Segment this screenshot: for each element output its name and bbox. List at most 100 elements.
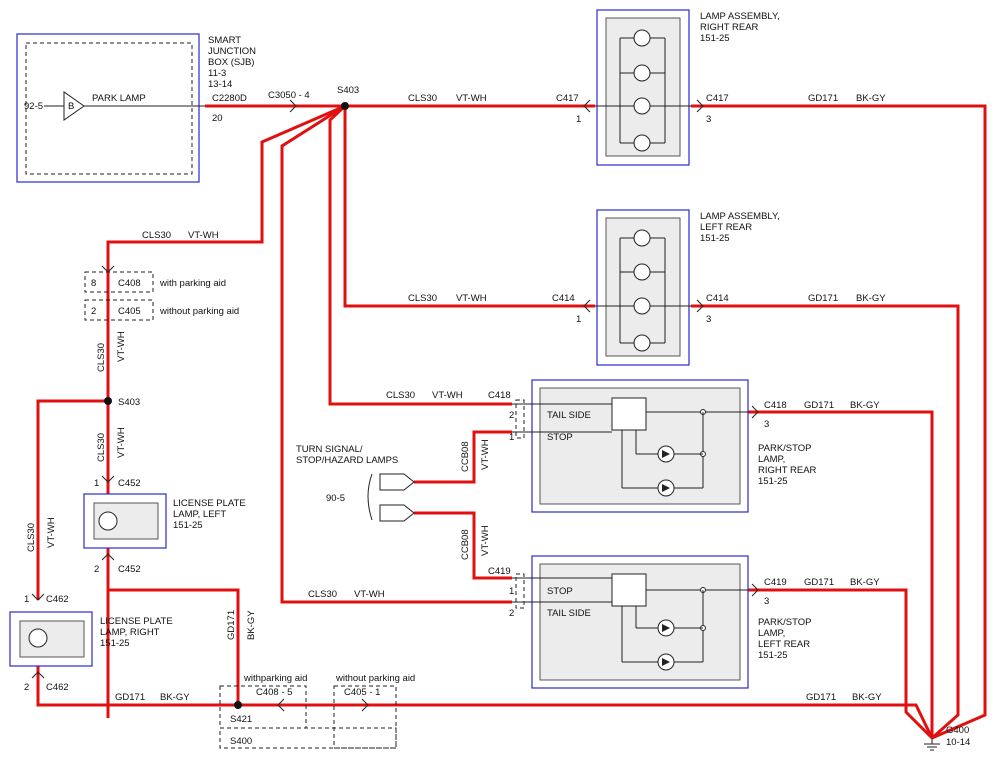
cls30-vert-label: CLS30 (26, 523, 37, 552)
c462-pin1: 1 (24, 594, 29, 605)
ccb08-top-label: CCB08 (460, 441, 471, 472)
c419-arrow-icon (751, 583, 759, 597)
c418-arrow-icon (751, 405, 759, 419)
vtwh-vert-label: VT-WH (116, 331, 127, 362)
vtwh-vert-label: VT-WH (116, 427, 127, 458)
ps-left-stop: STOP (547, 586, 573, 597)
cls30-vert-label: CLS30 (96, 433, 107, 462)
sjb-pin-number: 20 (212, 113, 223, 124)
lic-right-name: 151-25 (100, 638, 130, 649)
vtwh-c419-label: VT-WH (354, 589, 385, 600)
cls30-left-label: CLS30 (142, 230, 171, 241)
bkgy-bottom-right-label: BK-GY (852, 692, 882, 703)
c462-arrow-icon (31, 593, 45, 601)
ps-right-name: PARK/STOP (758, 443, 812, 454)
with-parking-aid-label: with parking aid (159, 278, 226, 289)
c414-arrow-icon (583, 299, 591, 313)
lr-lamp-name: LAMP ASSEMBLY, (700, 211, 780, 222)
ps-right-tail-side: TAIL SIDE (547, 410, 591, 421)
bulb-icon (633, 64, 651, 82)
c418-right-label: C418 (764, 400, 787, 411)
sjb-ref: 92-5 (24, 101, 43, 112)
c419-right-label: C419 (764, 577, 787, 588)
lic-left-name: LICENSE PLATE (173, 498, 246, 509)
c452-pin1: 1 (94, 478, 99, 489)
gd171-c418-label: GD171 (804, 400, 834, 411)
c417-right-pin: 3 (706, 114, 711, 125)
c462-arrow-icon (31, 671, 45, 679)
c452-top-label: C452 (118, 478, 141, 489)
c419-pin2: 2 (509, 608, 514, 619)
bulb-icon (633, 229, 651, 247)
top-labels: C3050 - 4 S403 CLS30 VT-WH C417 1 C417 3… (268, 85, 886, 125)
ps-left-name: 151-25 (758, 650, 788, 661)
rr-lamp-name: LAMP ASSEMBLY, (700, 11, 780, 22)
bulb-icon (633, 334, 651, 352)
turn-signal-stop-hazard: TURN SIGNAL/ STOP/HAZARD LAMPS 90-5 CCB0… (296, 439, 491, 560)
c418-left-label: C418 (488, 390, 511, 401)
c452-bottom-label: C452 (118, 564, 141, 575)
lic-left-name: LAMP, LEFT (173, 509, 226, 520)
ps-left-module (611, 573, 647, 607)
gd171-vert-label: GD171 (226, 610, 237, 640)
cls30-top-label: CLS30 (408, 93, 437, 104)
c417-left-label: C417 (556, 93, 579, 104)
ps-left-name: LAMP, (758, 628, 785, 639)
c414-left-pin: 1 (576, 314, 581, 325)
c414-arrow-icon (696, 299, 704, 313)
wire-gd171-lic-left (106, 548, 240, 705)
lic-right-name: LICENSE PLATE (100, 616, 173, 627)
turn-signal-name: TURN SIGNAL/ (296, 444, 363, 455)
ps-right-module (611, 397, 647, 431)
led-triangle-icon (662, 450, 670, 458)
vtwh-ccb-top-label: VT-WH (480, 439, 491, 470)
bkgy-bottom-left-label: BK-GY (160, 692, 190, 703)
vtwh-c418-label: VT-WH (432, 390, 463, 401)
s403-left-splice (104, 397, 112, 405)
withparking-aid-label: withparking aid (243, 673, 307, 684)
sjb-name-line: 11-3 (208, 68, 226, 79)
bulb-icon (28, 628, 48, 648)
wire-gd171-bottom (36, 665, 934, 739)
sjb-outline (16, 33, 200, 183)
turn-output-icon (379, 473, 415, 491)
ps-left-name: LEFT REAR (758, 639, 810, 650)
lic-right-name: LAMP, RIGHT (100, 627, 160, 638)
c3050-arrow-icon (289, 99, 297, 113)
smart-junction-box: 92-5 B PARK LAMP C2280D 20 SMART JUNCTIO… (16, 33, 256, 183)
c462-bottom-label: C462 (46, 682, 69, 693)
without-parking-aid-label: without parking aid (159, 306, 239, 317)
ps-left-name: PARK/STOP (758, 617, 812, 628)
vtwh-left-label: VT-WH (188, 230, 219, 241)
lr-lamp-name: 151-25 (700, 233, 730, 244)
c405-1-label: C405 - 1 (344, 687, 380, 698)
lamp-assembly-right-rear: LAMP ASSEMBLY, RIGHT REAR 151-25 (595, 9, 780, 166)
gd171-top-label: GD171 (808, 93, 838, 104)
rr-lamp-name: 151-25 (700, 33, 730, 44)
c3050-label: C3050 - 4 (268, 90, 310, 101)
c414-left-label: C414 (552, 293, 575, 304)
vtwh-mid-label: VT-WH (456, 293, 487, 304)
led-triangle-icon (662, 484, 670, 492)
c419-left-label: C419 (488, 566, 511, 577)
c418-dashed (515, 399, 525, 439)
s403-left-label: S403 (118, 397, 140, 408)
c452-arrow-icon (101, 553, 115, 561)
bkgy-top-label: BK-GY (856, 93, 886, 104)
led-triangle-icon (662, 658, 670, 666)
lic-left-name: 151-25 (173, 520, 203, 531)
wire-gd171-ps-left (748, 588, 934, 740)
s400-label: S400 (230, 736, 252, 747)
wire-cls30-lic-right (36, 399, 108, 600)
c419-right-pin: 3 (764, 596, 769, 607)
s403-top-splice (341, 102, 349, 110)
c418-pin2: 2 (509, 410, 514, 421)
c408-5-label: C408 - 5 (256, 687, 292, 698)
c405-arrow-icon (361, 698, 369, 712)
vtwh-top-label: VT-WH (456, 93, 487, 104)
cls30-mid-label: CLS30 (408, 293, 437, 304)
bulb-icon (98, 511, 118, 531)
wire-cls30-c419 (280, 104, 512, 604)
c417-arrow-icon (583, 99, 591, 113)
